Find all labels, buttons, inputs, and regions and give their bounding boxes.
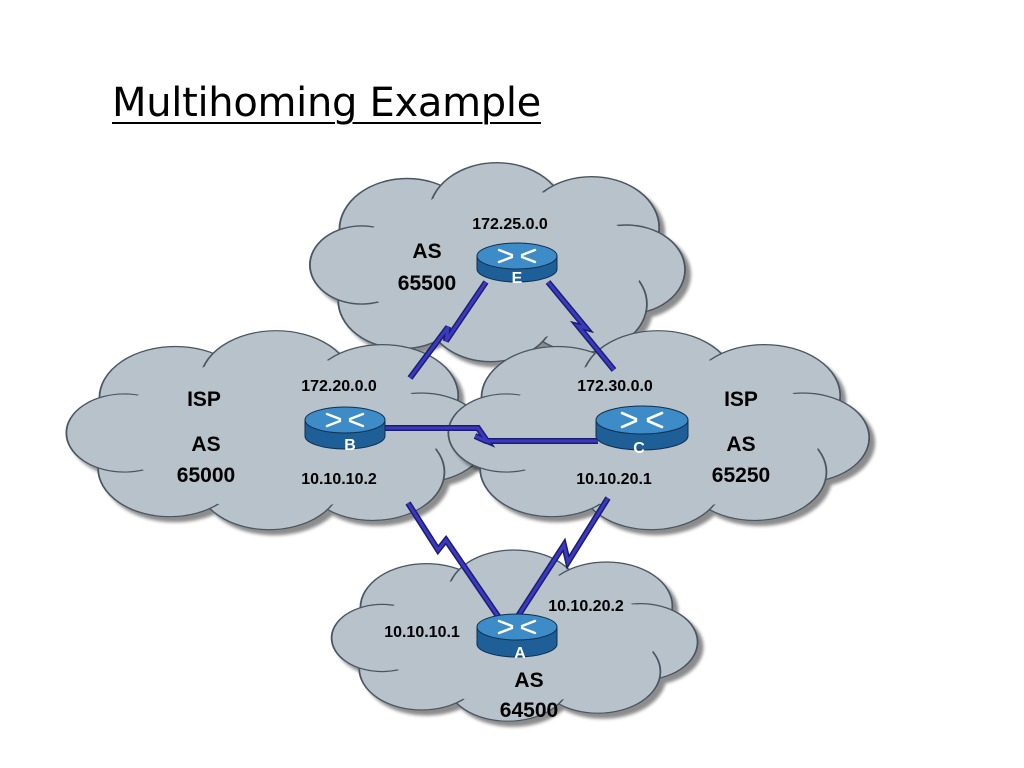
cloud-a-ip-right: 10.10.20.2 [548,598,624,615]
cloud-c-interface-ip: 10.10.20.1 [576,471,652,488]
router-b-label: B [344,437,356,454]
cloud-a-as-number: 64500 [500,699,558,722]
cloud-e-network: 172.25.0.0 [472,216,548,233]
cloud-e-as-label: AS [412,240,441,263]
router-c-label: C [633,440,645,457]
cloud-c-as-number: 65250 [712,464,770,487]
link-e-c-icon [545,280,617,372]
cloud-b-icon [65,329,489,531]
cloud-a-as-label: AS [514,669,543,692]
cloud-a-ip-left: 10.10.10.1 [384,624,460,641]
cloud-c-network: 172.30.0.0 [577,378,653,395]
cloud-c-isp-label: ISP [724,388,758,411]
cloud-b-interface-ip: 10.10.10.2 [301,471,377,488]
cloud-c-as-label: AS [726,433,755,456]
router-b-icon[interactable]: B [304,406,386,454]
cloud-b-as-label: AS [191,433,220,456]
slide-title: Multihoming Example [112,80,541,126]
router-a-label: A [514,645,526,662]
router-e-icon[interactable]: E [476,242,558,287]
cloud-b-isp-label: ISP [187,388,221,411]
link-b-e-icon [407,280,489,380]
link-c-a-icon [515,496,611,618]
link-b-c-icon [385,425,598,448]
cloud-b-as-number: 65000 [177,464,235,487]
router-c-icon[interactable]: C [595,405,689,457]
cloud-b-network: 172.20.0.0 [301,378,377,395]
cloud-e-as-number: 65500 [398,272,456,295]
router-a-icon[interactable]: A [476,613,558,662]
link-b-a-icon [405,501,505,624]
router-e-label: E [512,270,523,287]
